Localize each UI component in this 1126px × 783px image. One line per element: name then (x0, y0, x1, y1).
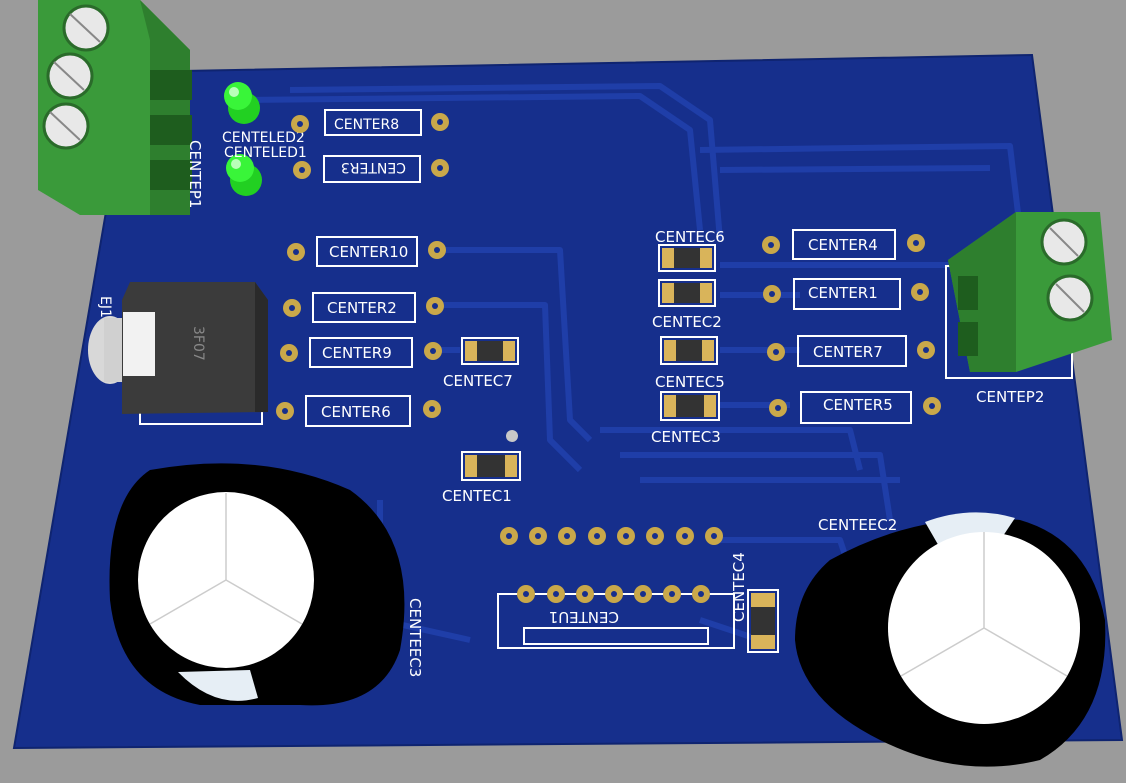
label-center2: CENTER2 (327, 299, 397, 317)
resistor-center4[interactable] (762, 229, 925, 260)
smd-capacitor-centec2[interactable] (658, 279, 716, 307)
label-centeled2: CENTELED2 (222, 130, 305, 146)
terminal-block-centep2 (945, 212, 1112, 379)
label-centeu1: CENTEU1 (549, 608, 619, 626)
resistor-center9[interactable] (280, 337, 442, 368)
electrolytic-capacitor-centeec3[interactable] (109, 463, 405, 706)
label-center1: CENTER1 (808, 284, 878, 302)
smd-capacitor-centec3[interactable] (660, 391, 720, 421)
label-centeec2: CENTEEC2 (818, 516, 897, 534)
smd-capacitor-centec4[interactable] (747, 589, 779, 653)
via (506, 430, 518, 442)
smd-capacitor-centec7[interactable] (461, 337, 519, 365)
label-centec2: CENTEC2 (652, 313, 722, 331)
label-centep2: CENTEP2 (976, 388, 1044, 406)
electrolytic-capacitor-centeec2[interactable] (795, 512, 1106, 767)
smd-capacitor-centec6[interactable] (658, 244, 716, 272)
label-center6: CENTER6 (321, 403, 391, 421)
label-center8: CENTER8 (334, 117, 399, 133)
label-ej1: EJ1 (97, 296, 113, 318)
smd-capacitor-centec5[interactable] (660, 336, 718, 365)
label-center3: CENTER3 (341, 159, 406, 175)
resistor-center10[interactable] (287, 236, 446, 267)
resistor-center8[interactable] (291, 109, 449, 136)
jack-marking: 3F07 (190, 326, 206, 361)
label-centec4: CENTEC4 (730, 552, 748, 622)
led-centeled2[interactable] (224, 82, 260, 124)
label-center7: CENTER7 (813, 343, 883, 361)
resistor-center6[interactable] (276, 395, 441, 427)
label-centec3: CENTEC3 (651, 428, 721, 446)
resistor-center5[interactable] (769, 391, 941, 424)
label-center5: CENTER5 (823, 396, 893, 414)
led-centeled1[interactable] (226, 154, 262, 196)
label-centec6: CENTEC6 (655, 228, 725, 246)
label-centec1: CENTEC1 (442, 487, 512, 505)
label-centec5: CENTEC5 (655, 373, 725, 391)
ic-centeu1[interactable] (497, 527, 735, 649)
terminal-block-centep1 (38, 0, 192, 215)
smd-capacitor-centec1[interactable] (461, 451, 521, 481)
resistor-center3[interactable] (293, 155, 449, 183)
label-center9: CENTER9 (322, 344, 392, 362)
audio-jack-ej1[interactable] (88, 282, 268, 425)
label-center10: CENTER10 (329, 243, 408, 261)
label-centec7: CENTEC7 (443, 372, 513, 390)
label-centep1: CENTEP1 (186, 140, 204, 208)
label-centeec3: CENTEEC3 (406, 598, 424, 677)
label-centeled1: CENTELED1 (224, 145, 307, 161)
label-center4: CENTER4 (808, 236, 878, 254)
resistor-center2[interactable] (283, 292, 444, 323)
resistor-center1[interactable] (763, 278, 929, 310)
resistor-center7[interactable] (767, 335, 935, 367)
